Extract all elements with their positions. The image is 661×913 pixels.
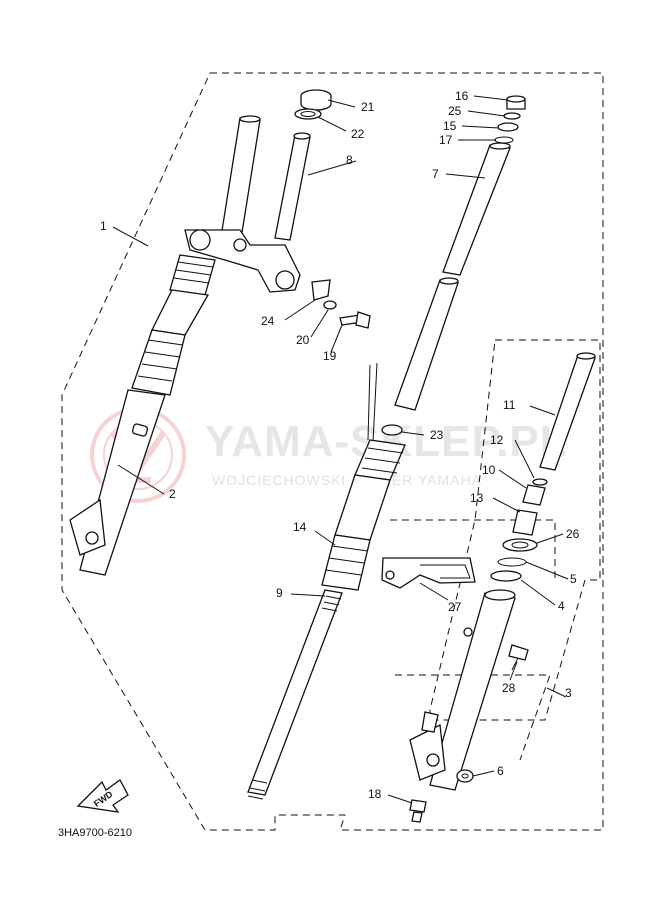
callout-2: 2 [169, 487, 176, 501]
callout-19: 19 [323, 349, 337, 363]
part-22-seal [294, 108, 322, 120]
part-24-clamp [311, 279, 331, 301]
callout-12: 12 [490, 433, 504, 447]
group-outlines [61, 72, 604, 831]
callout-5: 5 [570, 572, 577, 586]
callout-28: 28 [502, 681, 516, 695]
part-27-bracket [381, 557, 476, 589]
part-4-oil-seal [490, 570, 522, 582]
part-28-bolt [508, 644, 529, 671]
callout-26: 26 [566, 527, 580, 541]
callout-17: 17 [439, 133, 453, 147]
callout-23: 23 [430, 428, 444, 442]
part-25-oring [503, 112, 521, 120]
callout-20: 20 [296, 333, 310, 347]
callout-21: 21 [361, 100, 375, 114]
watermark: YAMA-SKLEP.PL WOJCIECHOWSKI DEALER YAMAH… [90, 407, 567, 503]
callout-4: 4 [558, 599, 565, 613]
callout-25: 25 [448, 104, 462, 118]
callout-11: 11 [503, 398, 516, 412]
part-26-dust-seal [502, 538, 538, 552]
part-20-washer [323, 300, 337, 310]
callout-15: 15 [443, 119, 457, 133]
part-13-piece [512, 509, 538, 536]
callout-10: 10 [482, 463, 496, 477]
callout-18: 18 [368, 787, 382, 801]
callout-1: 1 [100, 219, 107, 233]
callout-7: 7 [432, 167, 439, 181]
diagram-code: 3HA9700-6210 [58, 827, 132, 839]
part-12-ring [532, 478, 548, 486]
part-15-plug [497, 122, 519, 132]
callout-14: 14 [293, 520, 307, 534]
fwd-arrow-icon: FWD [76, 779, 129, 813]
callout-labels: 1 2 3 4 5 6 7 8 9 10 11 12 13 14 15 16 1… [100, 89, 580, 801]
part-18-bolt [409, 799, 427, 823]
callout-6: 6 [497, 764, 504, 778]
part-21-cap [300, 89, 332, 111]
part-6-washer [456, 769, 474, 783]
callout-24: 24 [261, 314, 275, 328]
watermark-subtitle: WOJCIECHOWSKI DEALER YAMAHA [212, 472, 482, 488]
part-19-bolt [339, 311, 371, 329]
part-1-fork-assembly [69, 115, 311, 576]
callout-22: 22 [351, 127, 365, 141]
callout-27: 27 [448, 600, 462, 614]
part-5-clip [497, 557, 527, 567]
part-14-boot [321, 439, 406, 591]
part-17-circlip [494, 136, 514, 144]
callout-13: 13 [470, 491, 484, 505]
callout-8: 8 [346, 153, 353, 167]
part-11-damper-rod [539, 352, 596, 471]
part-3-outer-tube [409, 589, 516, 791]
part-10-spring [522, 484, 546, 506]
callout-9: 9 [276, 586, 283, 600]
part-23-clip [367, 362, 403, 443]
leader-lines [112, 95, 569, 804]
callout-16: 16 [455, 89, 469, 103]
callout-3: 3 [565, 686, 572, 700]
part-7-inner-tube [394, 142, 511, 411]
part-16-cap-bolt [506, 95, 526, 110]
part-9-spring [247, 589, 343, 800]
